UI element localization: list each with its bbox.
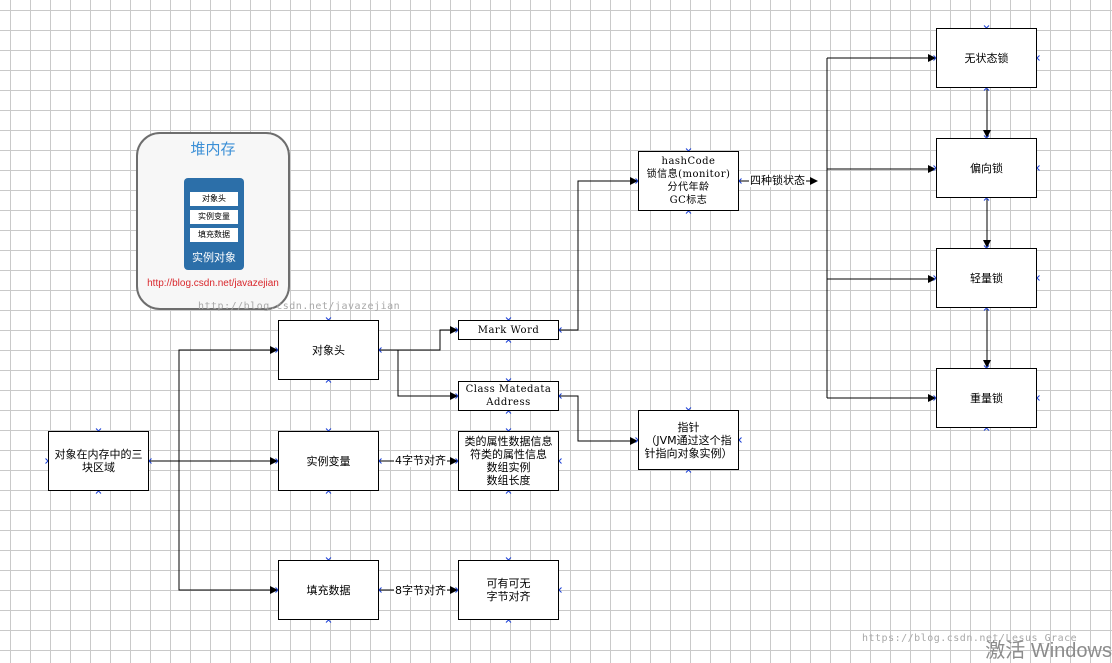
inset-source-url: http://blog.csdn.net/javazejian <box>147 278 279 289</box>
edge-header-markword <box>379 326 458 351</box>
edge-markword-info <box>559 177 638 331</box>
object-header-node[interactable]: 对象头 <box>278 320 379 380</box>
inset-item-header: 对象头 <box>190 192 238 206</box>
padding-data-node[interactable]: 填充数据 <box>278 560 379 620</box>
heap-memory-illustration: 堆内存 对象头 实例变量 填充数据 实例对象 http://blog.csdn.… <box>136 132 290 310</box>
edge-root-header <box>149 346 278 462</box>
four-lock-states-label: 四种锁状态 <box>749 174 806 187</box>
edge-classmeta-pointer <box>559 395 638 445</box>
lock-light-node[interactable]: 轻量锁 <box>936 248 1037 308</box>
root-node[interactable]: 对象在内存中的三 块区域 <box>48 431 149 491</box>
bottom-watermark: https://blog.csdn.net/Lesus_Grace <box>862 633 1078 644</box>
os-activation-watermark: 激活 Windows <box>985 640 1112 662</box>
instance-info-node[interactable]: 类的属性数据信息 符类的属性信息 数组实例 数组长度 <box>458 431 559 491</box>
edge-root-padding <box>178 461 278 594</box>
inset-item-instance: 实例变量 <box>190 210 238 224</box>
edge-header-classmeta <box>397 350 458 400</box>
class-metadata-node[interactable]: Class Matedata Address <box>458 381 559 411</box>
pointer-node[interactable]: 指针 （JVM通过这个指 针指向对象实例） <box>638 410 739 470</box>
inset-overlap-watermark: http://blog.csdn.net/javazejian <box>198 301 401 312</box>
instance-object-caption: 实例对象 <box>192 252 236 264</box>
instance-object-card: 对象头 实例变量 填充数据 实例对象 <box>184 178 244 270</box>
inset-item-padding: 填充数据 <box>190 228 238 242</box>
lock-heavy-node[interactable]: 重量锁 <box>936 368 1037 428</box>
lock-none-node[interactable]: 无状态锁 <box>936 28 1037 88</box>
heap-memory-title: 堆内存 <box>190 141 236 158</box>
instance-data-node[interactable]: 实例变量 <box>278 431 379 491</box>
align-8-label: 8字节对齐 <box>394 584 447 597</box>
mark-info-node[interactable]: hashCode 锁信息(monitor) 分代年龄 GC标志 <box>638 151 739 211</box>
mark-word-node[interactable]: Mark Word <box>458 320 559 340</box>
lock-biased-node[interactable]: 偏向锁 <box>936 138 1037 198</box>
padding-info-node[interactable]: 可有可无 字节对齐 <box>458 560 559 620</box>
align-4-label: 4字节对齐 <box>394 454 447 467</box>
